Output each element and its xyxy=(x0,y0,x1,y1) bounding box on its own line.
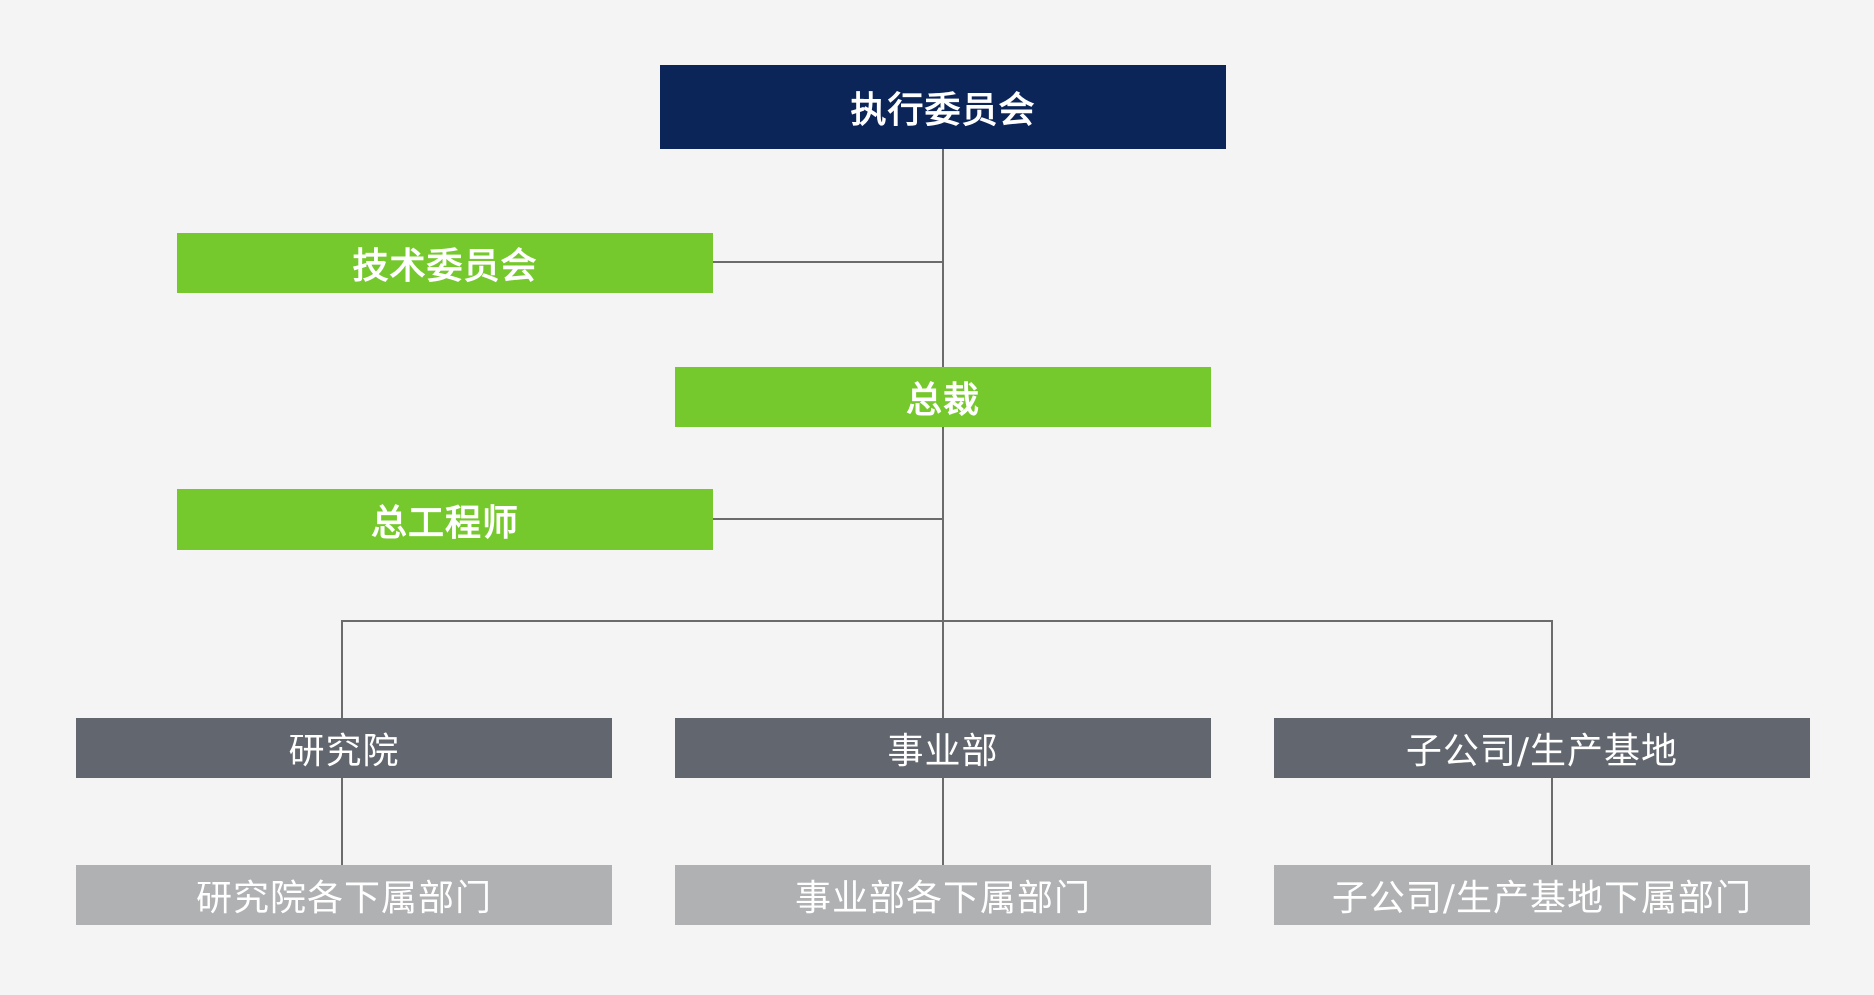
research-sub-departments-box: 研究院各下属部门 xyxy=(76,865,612,925)
tech-committee-box: 技术委员会 xyxy=(177,233,713,293)
main-vertical-connector xyxy=(942,149,944,865)
executive-committee-box: 执行委员会 xyxy=(660,65,1226,149)
business-sub-departments-box: 事业部各下属部门 xyxy=(675,865,1211,925)
subsidiary-sub-departments-box: 子公司/生产基地下属部门 xyxy=(1274,865,1810,925)
research-institute-box: 研究院 xyxy=(76,718,612,778)
division-horizontal-connector xyxy=(342,620,1552,622)
subsidiary-box: 子公司/生产基地 xyxy=(1274,718,1810,778)
business-division-box: 事业部 xyxy=(675,718,1211,778)
president-box: 总裁 xyxy=(675,367,1211,427)
tech-committee-connector xyxy=(713,261,943,263)
chief-engineer-box: 总工程师 xyxy=(177,489,713,550)
chief-engineer-connector xyxy=(713,518,943,520)
